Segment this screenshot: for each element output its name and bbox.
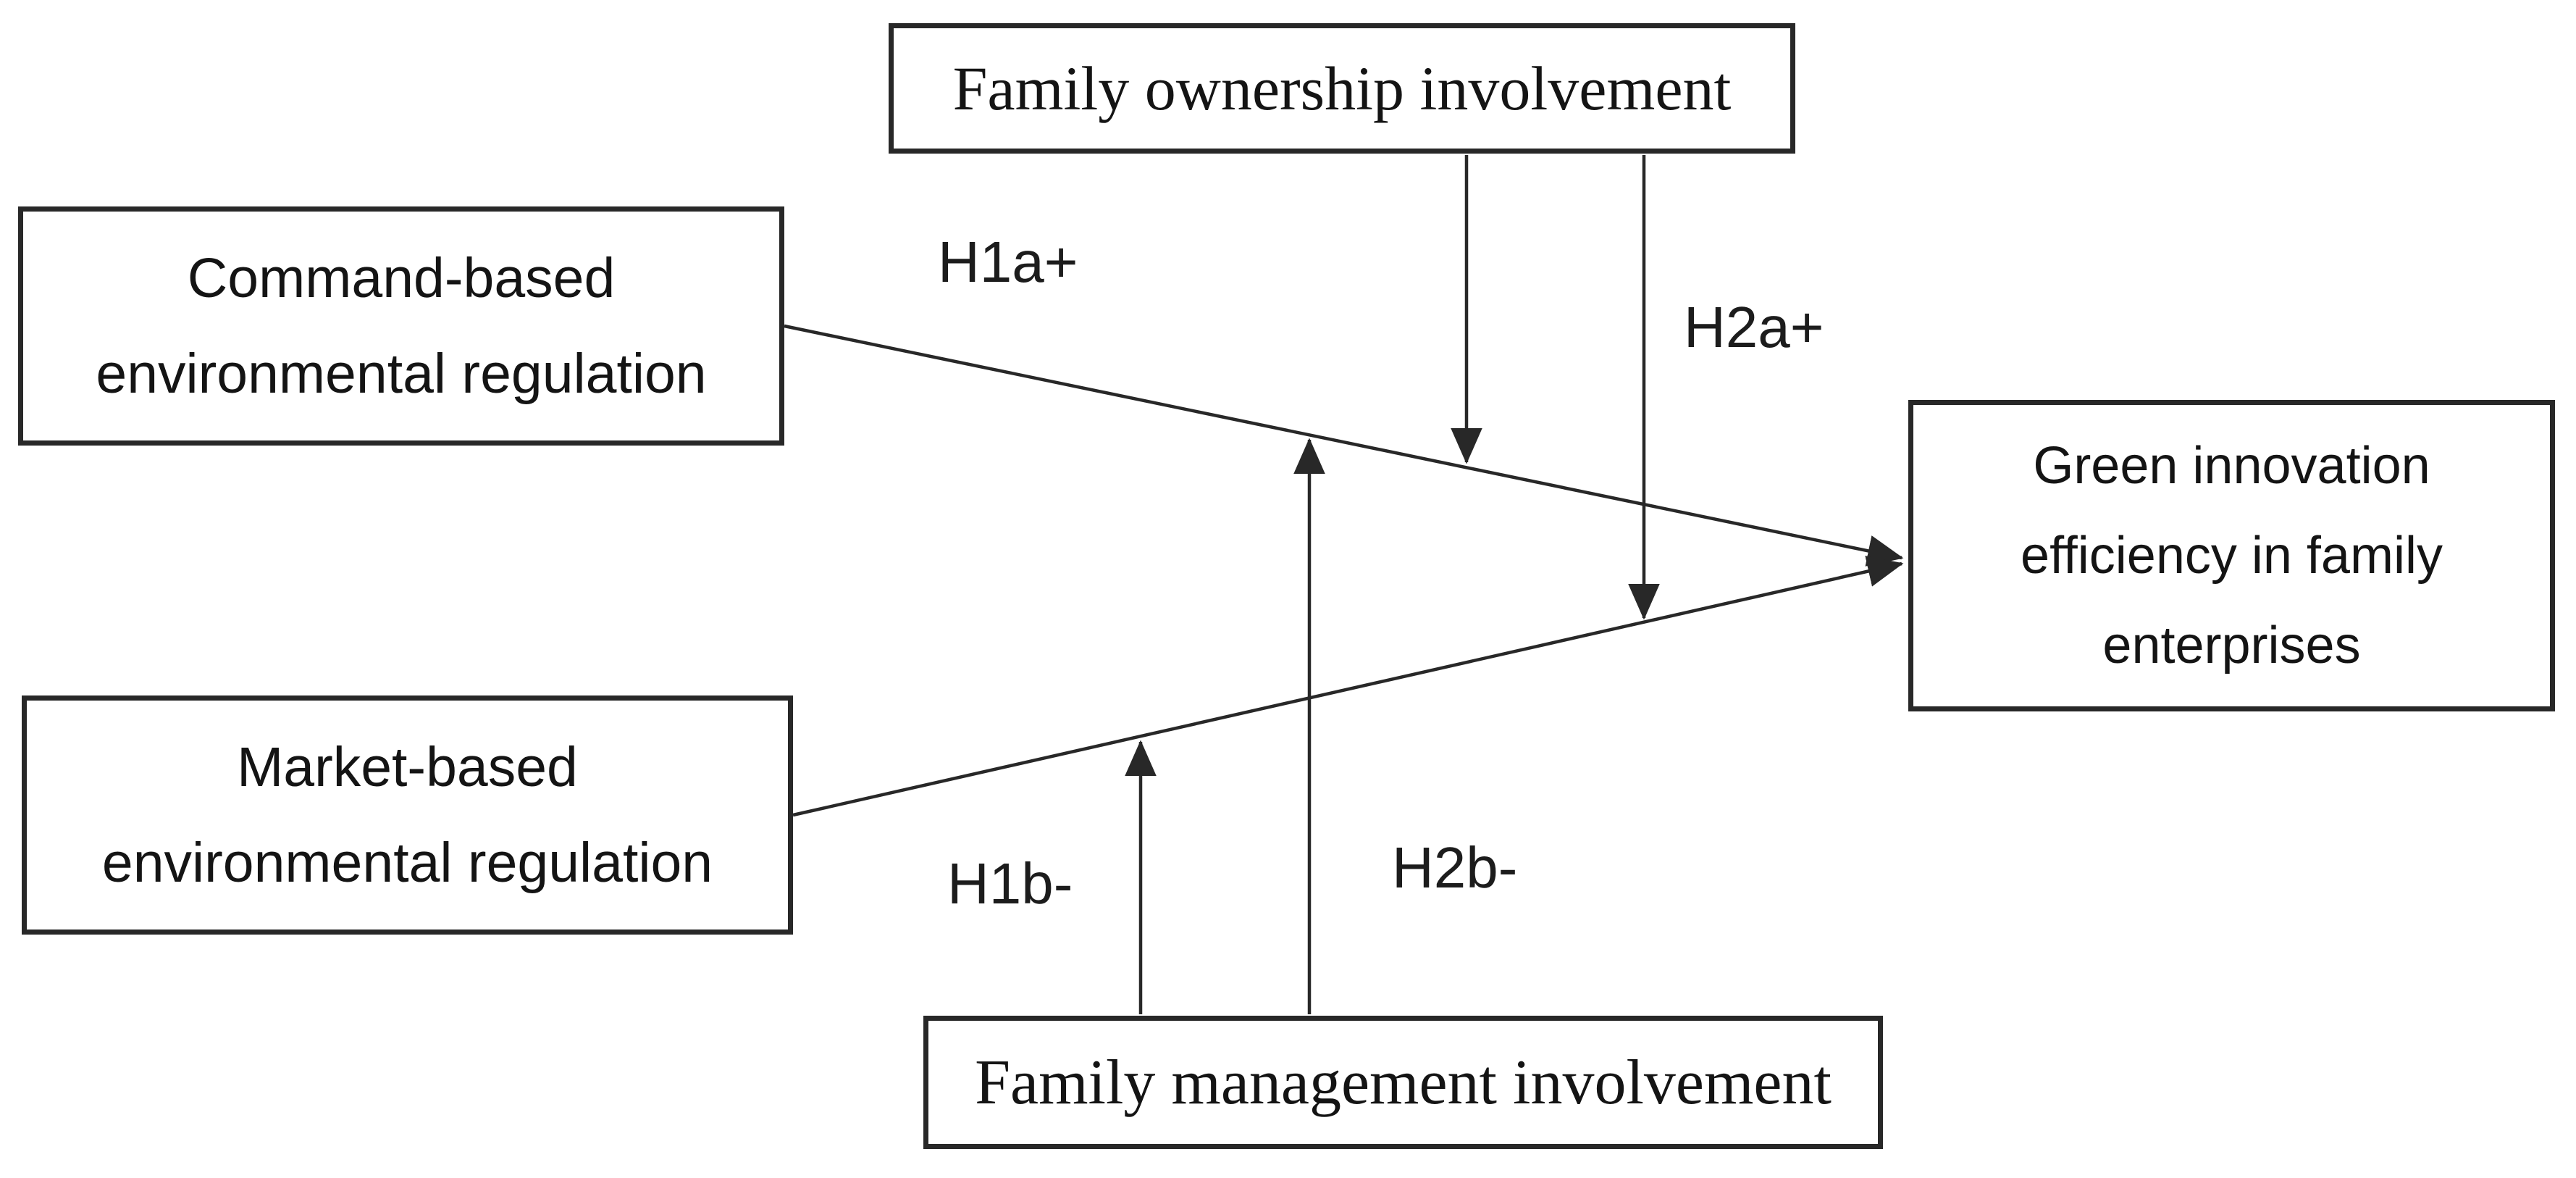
node-green-innovation-line2: efficiency in family [2021, 527, 2443, 585]
node-green-innovation-line1: Green innovation [2033, 437, 2430, 495]
node-market-regulation: Market-based environmental regulation [22, 695, 793, 935]
node-family-management: Family management involvement [923, 1016, 1883, 1149]
node-family-management-label: Family management involvement [975, 1047, 1832, 1118]
hypothesis-label-h1b: H1b- [947, 851, 1073, 916]
node-family-ownership: Family ownership involvement [889, 23, 1795, 154]
arrow-command-to-green [784, 324, 1904, 567]
hypothesis-label-h1a: H1a+ [938, 230, 1078, 294]
node-command-regulation-line2: environmental regulation [96, 343, 707, 405]
node-market-regulation-line1: Market-based [237, 736, 578, 798]
node-market-regulation-line2: environmental regulation [101, 832, 713, 894]
hypothesis-label-h2a: H2a+ [1684, 295, 1824, 359]
node-green-innovation-line3: enterprises [2102, 617, 2361, 674]
node-family-ownership-label: Family ownership involvement [952, 54, 1732, 123]
node-green-innovation-efficiency: Green innovation efficiency in family en… [1908, 400, 2555, 711]
arrow-market-to-green [792, 556, 1904, 817]
node-command-regulation: Command-based environmental regulation [18, 206, 784, 446]
node-command-regulation-line1: Command-based [187, 247, 616, 309]
hypothesis-label-h2b: H2b- [1392, 835, 1518, 900]
